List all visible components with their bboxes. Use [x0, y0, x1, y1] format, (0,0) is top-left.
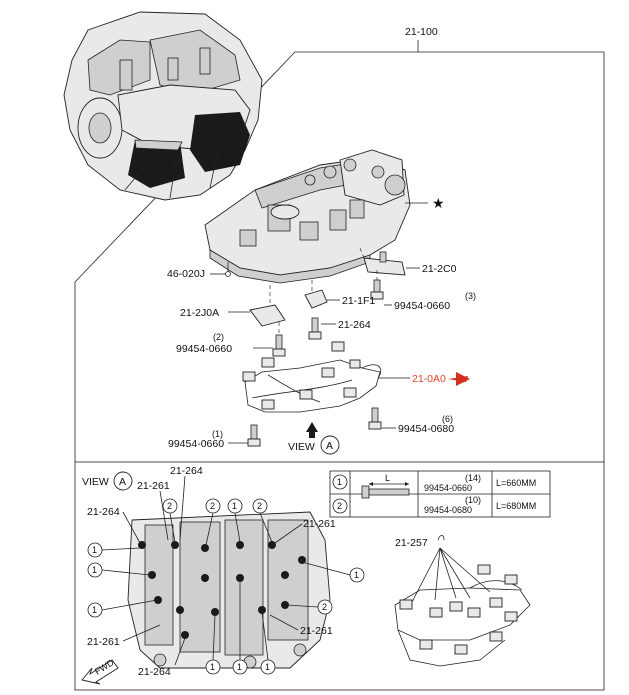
callout-1: 1 — [92, 545, 97, 555]
bolt-legend-table — [329, 470, 551, 518]
callout-1: 1 — [265, 662, 270, 672]
valve-body-illustration — [204, 149, 411, 284]
bolt-part-bottom: 99454-0660 — [168, 438, 224, 450]
bracket-21-2j0a — [249, 304, 286, 327]
view-arrow-icon — [306, 422, 318, 438]
harness-detail — [394, 547, 531, 667]
wiring-harness-21-0a0 — [242, 341, 382, 413]
bolt-qty-6: (6) — [442, 414, 453, 424]
legend-part-2: 99454-0680 — [424, 505, 472, 515]
lower-label-f: 21-261 — [300, 625, 333, 637]
legend-length-1: L=660MM — [496, 478, 536, 488]
clip-icon — [437, 535, 445, 541]
bolt-99454-0660-bottom — [247, 424, 261, 447]
bracket-21-2c0 — [363, 251, 406, 276]
assembly-frame — [74, 40, 605, 462]
bolt-part-left: 99454-0660 — [176, 343, 232, 355]
lower-label-c: 21-264 — [87, 506, 120, 518]
bolt-qty-3: (3) — [465, 291, 476, 301]
callout-2: 2 — [210, 501, 215, 511]
lower-label-h: 21-257 — [395, 537, 428, 549]
legend-qty-2: (10) — [465, 495, 481, 505]
highlight-arrow-icon — [448, 372, 470, 386]
clip-21-1f1 — [304, 289, 328, 309]
lower-view-letter: A — [119, 476, 126, 488]
callout-1: 1 — [92, 605, 97, 615]
bolt-part-upper-right: 99454-0660 — [394, 300, 450, 312]
bolt-qty-1: (1) — [212, 429, 223, 439]
valve-body-underside — [127, 511, 331, 669]
part-21-0a0-label: 21-0A0 — [412, 373, 446, 385]
legend-part-1: 99454-0660 — [424, 483, 472, 493]
callout-1: 1 — [237, 662, 242, 672]
callout-1: 1 — [354, 570, 359, 580]
star-marker: ★ — [432, 195, 445, 211]
upper-view-letter: A — [326, 440, 333, 452]
fwd-arrow-icon — [81, 659, 119, 685]
part-21-2c0-label: 21-2C0 — [422, 263, 457, 275]
lower-label-e: 21-261 — [87, 636, 120, 648]
bolt-99454-0680 — [368, 407, 382, 430]
legend-length-2: L=680MM — [496, 501, 536, 511]
bolt-qty-2: (2) — [213, 332, 224, 342]
callout-2: 2 — [322, 602, 327, 612]
transaxle-illustration — [63, 11, 263, 201]
lower-label-d: 21-261 — [303, 518, 336, 530]
legend-qty-1: (14) — [465, 473, 481, 483]
legend-key-2: 2 — [337, 501, 342, 511]
callout-1: 1 — [92, 565, 97, 575]
bolt-99454-0660-left — [272, 334, 286, 357]
lower-label-g: 21-264 — [138, 666, 171, 678]
callout-2: 2 — [167, 501, 172, 511]
part-21-1f1-label: 21-1F1 — [342, 295, 375, 307]
lower-view-label: VIEW — [82, 476, 109, 488]
part-21-2j0a-label: 21-2J0A — [180, 307, 219, 319]
assembly-ref-label: 21-100 — [405, 26, 438, 38]
lower-label-a: 21-264 — [170, 465, 203, 477]
part-21-264-label: 21-264 — [338, 319, 371, 331]
callout-2: 2 — [257, 501, 262, 511]
bolt-part-lower-right: 99454-0680 — [398, 423, 454, 435]
callout-1: 1 — [232, 501, 237, 511]
part-46-020j-label: 46-020J — [167, 268, 205, 280]
legend-key-1: 1 — [337, 477, 342, 487]
bolt-21-264-upper — [308, 317, 322, 340]
legend-length-symbol: L — [385, 473, 390, 483]
callout-markers: 2 2 1 2 1 1 1 1 2 1 1 1 — [87, 498, 365, 675]
detail-frame — [74, 461, 605, 691]
callout-1: 1 — [210, 662, 215, 672]
bolt-heads — [138, 541, 306, 639]
lower-label-b: 21-261 — [137, 480, 170, 492]
upper-view-label: VIEW — [288, 441, 315, 453]
